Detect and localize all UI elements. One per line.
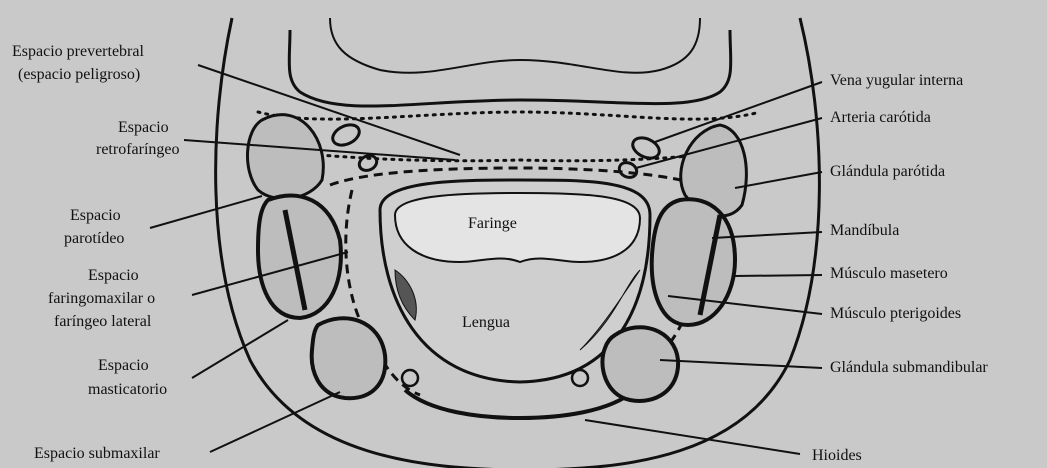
leader-vena	[655, 82, 822, 142]
label-retro-1: Espacio	[118, 119, 169, 136]
label-arteria: Arteria carótida	[830, 109, 931, 126]
label-prevertebral-1: Espacio prevertebral	[12, 43, 144, 60]
label-parotideo-1: Espacio	[70, 207, 121, 224]
label-lengua: Lengua	[462, 314, 510, 331]
label-pterigoides: Músculo pterigoides	[830, 305, 961, 322]
parotid-gland-left	[247, 115, 323, 199]
leader-parotideo	[150, 196, 262, 228]
label-faringomax-2: faringomaxilar o	[48, 290, 155, 307]
carotid-artery-left	[357, 153, 379, 173]
hyoid-bone	[405, 390, 635, 418]
leader-prevertebral	[198, 65, 460, 155]
leader-submandibular	[660, 360, 822, 368]
label-hioides: Hioides	[812, 447, 862, 464]
label-faringe: Faringe	[468, 215, 517, 232]
masseter-right	[652, 199, 735, 325]
label-faringomax-3: faríngeo lateral	[54, 313, 152, 330]
label-masticatorio-2: masticatorio	[88, 381, 167, 398]
label-submandibular: Glándula submandibular	[830, 359, 988, 376]
label-vena: Vena yugular interna	[830, 72, 963, 89]
hyoid-right-cornu	[572, 370, 588, 386]
carotid-artery-right	[617, 160, 639, 180]
pharynx-lumen	[395, 193, 640, 262]
prevertebral-fascia	[258, 112, 760, 119]
label-prevertebral-2: (espacio peligroso)	[18, 66, 140, 83]
label-faringomax-1: Espacio	[88, 267, 139, 284]
label-masetero: Músculo masetero	[830, 265, 948, 282]
leader-masetero	[735, 275, 822, 276]
label-submaxilar: Espacio submaxilar	[34, 445, 160, 462]
jugular-vein-left	[330, 121, 363, 149]
hyoid-left-cornu	[402, 370, 418, 386]
label-masticatorio-1: Espacio	[98, 357, 149, 374]
vertebra-inner	[330, 18, 700, 73]
label-parotideo-2: parotídeo	[64, 230, 124, 247]
leader-masticatorio	[192, 320, 288, 378]
label-mandibula: Mandíbula	[830, 222, 899, 239]
leader-hioides	[585, 420, 800, 454]
label-retro-2: retrofaríngeo	[96, 141, 180, 158]
leader-parotida	[735, 172, 822, 188]
submandibular-gland-left	[312, 318, 386, 398]
submandibular-gland-right	[602, 327, 678, 401]
label-parotida: Glándula parótida	[830, 163, 945, 180]
leader-submaxilar	[210, 392, 340, 452]
